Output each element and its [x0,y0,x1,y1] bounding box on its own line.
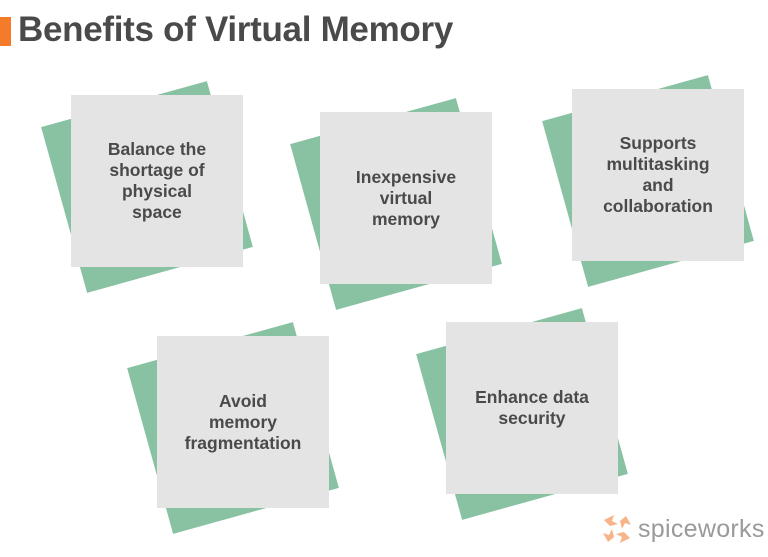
card-line: memory [371,208,441,229]
card-front: Avoid memory fragmentation [157,336,329,508]
card-label: Balance the shortage of physical space [96,139,218,223]
card-label: Supports multitasking and collaboration [591,133,725,217]
card-label: Enhance data security [463,387,601,429]
card-line: security [498,408,566,428]
benefit-card-5: Enhance data security [416,308,628,520]
benefit-card-2: Inexpensive virtual memory [290,98,502,310]
card-line: Balance the [107,139,207,159]
card-front: Inexpensive virtual memory [320,112,492,284]
card-label: Avoid memory fragmentation [173,391,314,454]
card-front: Supports multitasking and collaboration [572,89,744,261]
spiceworks-logo-icon [603,515,631,543]
card-line: shortage of [109,160,205,180]
spiceworks-logo: spiceworks [600,512,765,546]
benefit-card-1: Balance the shortage of physical space [41,81,253,293]
card-line: collaboration [603,196,713,216]
title-accent-bar [0,17,11,46]
card-label: Inexpensive virtual memory [344,167,468,230]
card-line: Avoid [219,390,267,411]
card-line: fragmentation [184,432,302,453]
card-front: Balance the shortage of physical space [71,95,243,267]
card-line: memory [208,411,278,432]
card-line: Inexpensive [355,166,457,187]
card-line: virtual [379,187,433,208]
card-line: physical [121,181,193,201]
card-line: multitasking [606,154,710,174]
card-line: Enhance data [475,387,589,407]
card-line: space [132,202,182,222]
benefit-card-3: Supports multitasking and collaboration [542,75,754,287]
page-title: Benefits of Virtual Memory [18,10,453,49]
logo-text: spiceworks [638,514,765,543]
card-front: Enhance data security [446,322,618,494]
benefit-card-4: Avoid memory fragmentation [127,322,339,534]
card-line: Supports [619,133,697,153]
card-line: and [642,175,674,195]
